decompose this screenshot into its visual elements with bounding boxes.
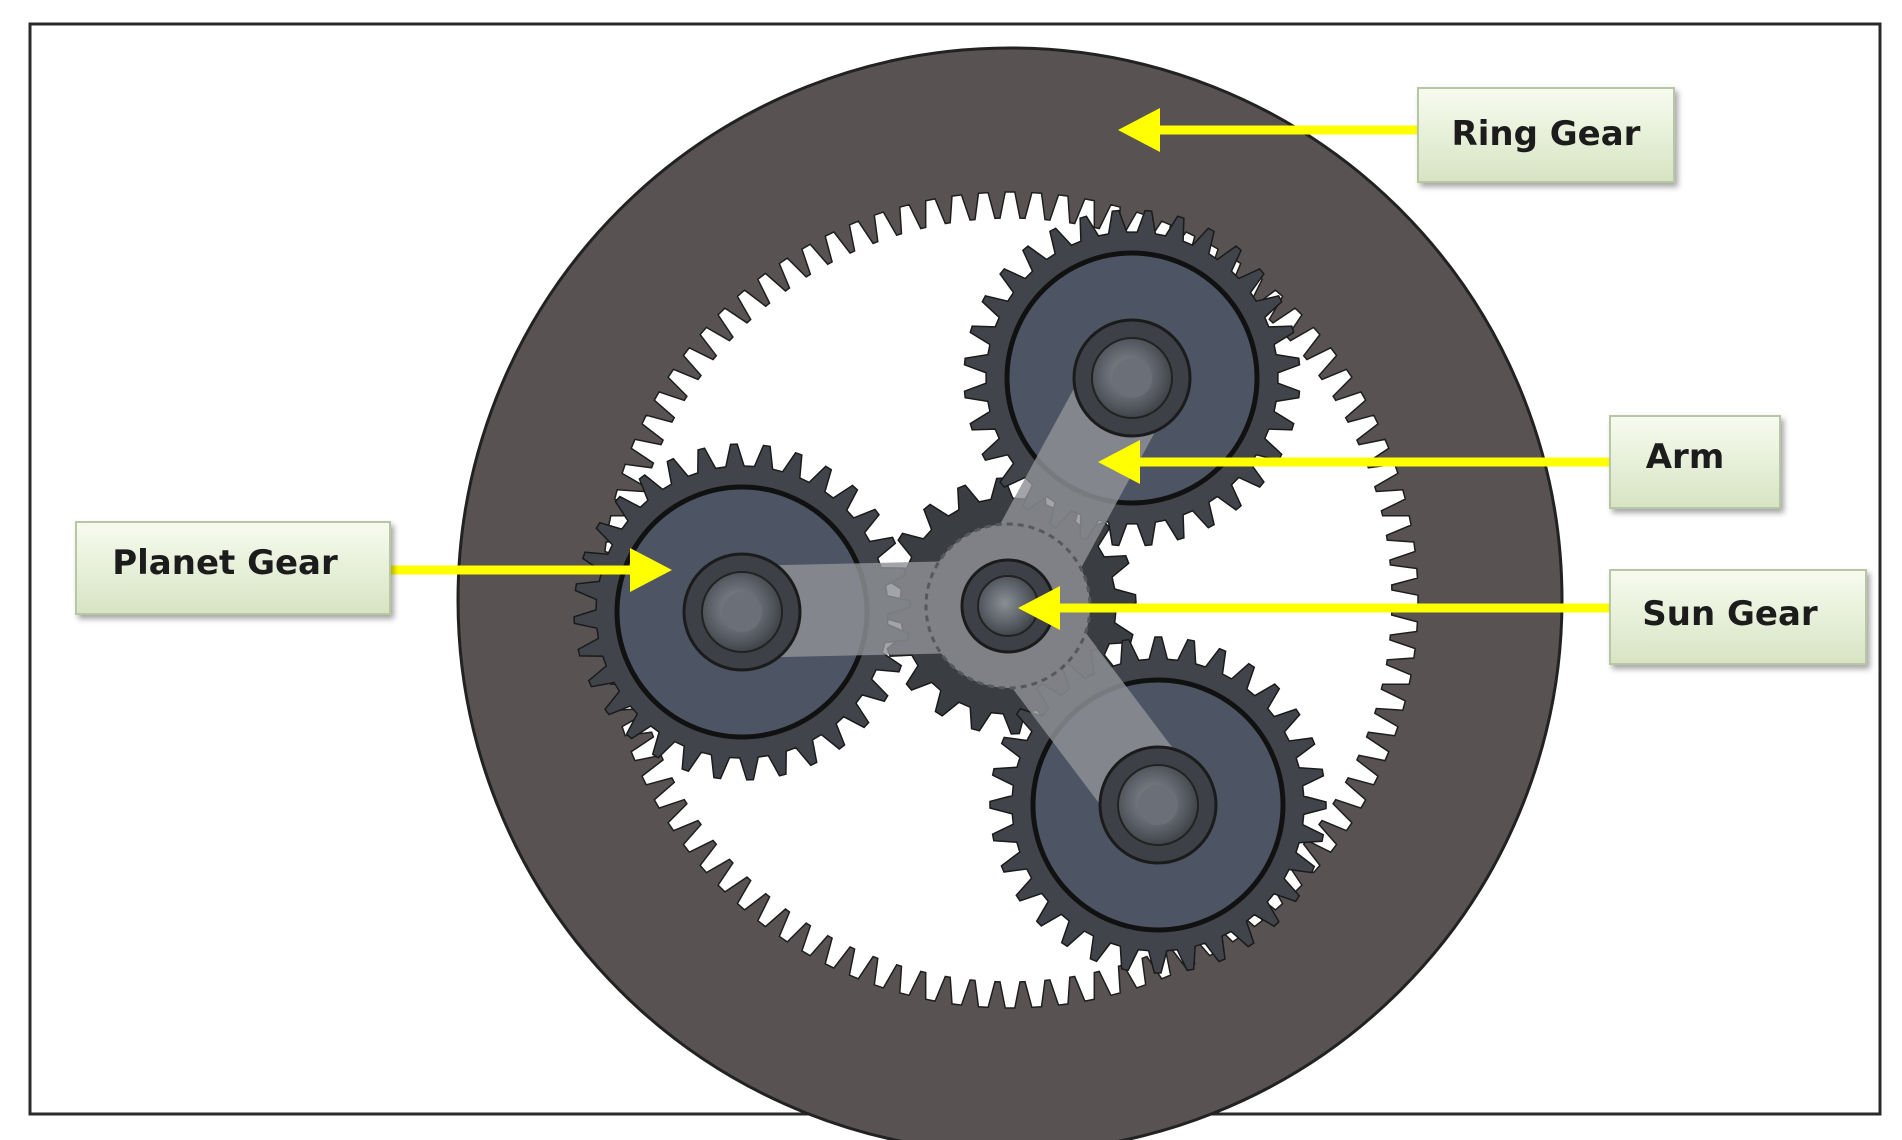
label-arm: Arm <box>1609 415 1781 509</box>
label-planet-gear: Planet Gear <box>75 521 391 615</box>
label-planet-gear-text: Planet Gear <box>112 543 338 583</box>
label-ring-gear: Ring Gear <box>1417 87 1675 183</box>
arrow-arm <box>1098 440 1612 484</box>
arrow-sun-gear <box>1018 586 1612 630</box>
label-ring-gear-text: Ring Gear <box>1452 114 1641 154</box>
arrow-ring-gear <box>1118 108 1420 152</box>
planet-hub-bottom <box>1098 745 1218 865</box>
planet-hub-left <box>682 552 802 672</box>
label-sun-gear-text: Sun Gear <box>1642 594 1818 634</box>
label-sun-gear: Sun Gear <box>1609 569 1867 665</box>
label-arm-text: Arm <box>1646 437 1725 477</box>
arrow-planet-gear <box>390 548 672 592</box>
planet-hub-top <box>1072 318 1192 438</box>
callout-arrows <box>390 108 1612 630</box>
